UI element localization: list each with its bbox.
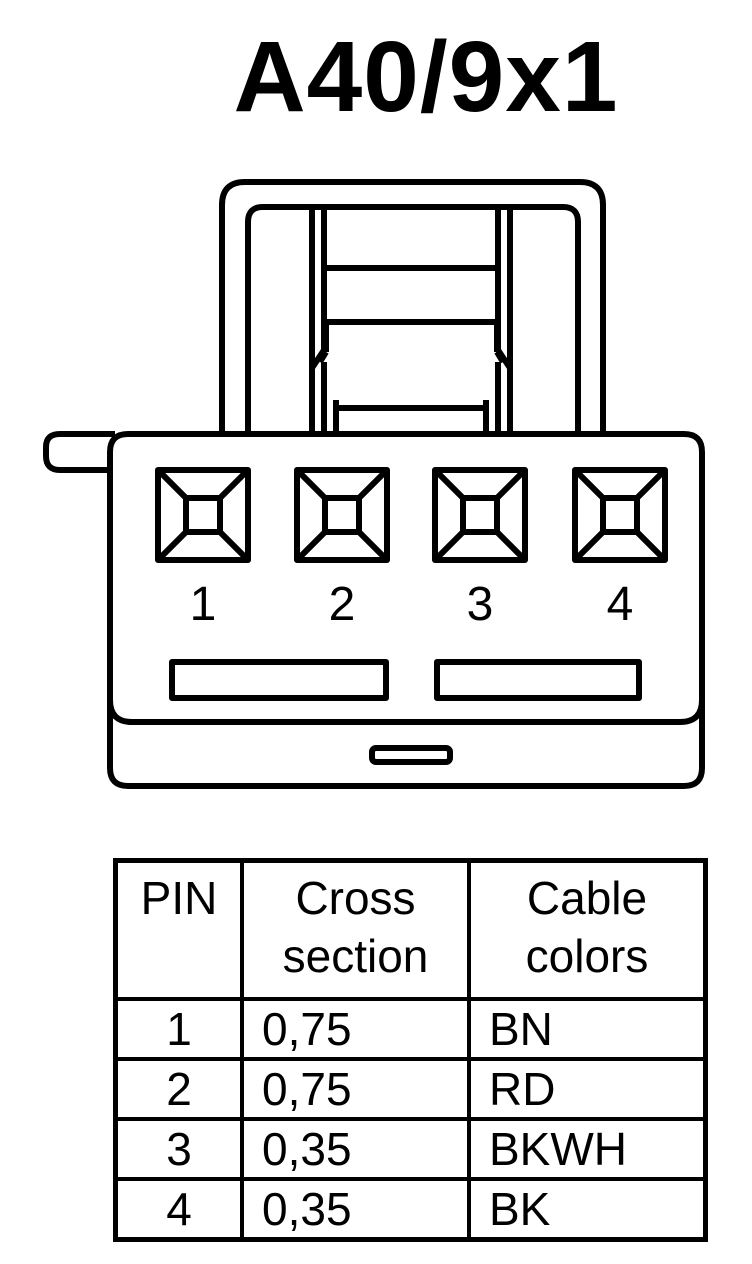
cell-pin: 1 [113, 997, 244, 1061]
table-row: 3 0,35 BKWH [113, 1117, 708, 1181]
cell-cross-section: 0,75 [240, 1057, 471, 1121]
pin-label-2: 2 [329, 578, 356, 631]
table-row: 4 0,35 BK [113, 1177, 708, 1242]
slot-right [434, 659, 642, 701]
cell-cross-section: 0,75 [240, 997, 471, 1061]
cell-pin: 2 [113, 1057, 244, 1121]
header-cable-colors: Cable colors [467, 858, 708, 1001]
pin-label-1: 1 [190, 578, 217, 631]
table-header-row: PIN Cross section Cable colors [113, 858, 708, 1001]
latch [219, 179, 606, 440]
pin-label-4: 4 [607, 578, 634, 631]
cell-cable-color: BK [467, 1177, 708, 1242]
pin-cavity-1 [155, 467, 251, 563]
cell-pin: 4 [113, 1177, 244, 1242]
slot-left [169, 659, 389, 701]
pin-cavity-2 [294, 467, 390, 563]
cell-cable-color: BN [467, 997, 708, 1061]
pin-table: PIN Cross section Cable colors 1 0,75 BN… [113, 858, 708, 1242]
side-tab [43, 431, 115, 473]
pin-label-3: 3 [467, 578, 494, 631]
connector-diagram: 1 2 3 4 [43, 179, 705, 789]
header-pin: PIN [113, 858, 244, 1001]
table-row: 2 0,75 RD [113, 1057, 708, 1121]
cell-cross-section: 0,35 [240, 1177, 471, 1242]
cell-cross-section: 0,35 [240, 1117, 471, 1181]
table-row: 1 0,75 BN [113, 997, 708, 1061]
cell-cable-color: RD [467, 1057, 708, 1121]
cell-pin: 3 [113, 1117, 244, 1181]
header-cross-section: Cross section [240, 858, 471, 1001]
cell-cable-color: BKWH [467, 1117, 708, 1181]
pin-cavity-4 [572, 467, 668, 563]
pin-cavity-3 [432, 467, 528, 563]
connector-title: A40/9x1 [233, 21, 619, 133]
